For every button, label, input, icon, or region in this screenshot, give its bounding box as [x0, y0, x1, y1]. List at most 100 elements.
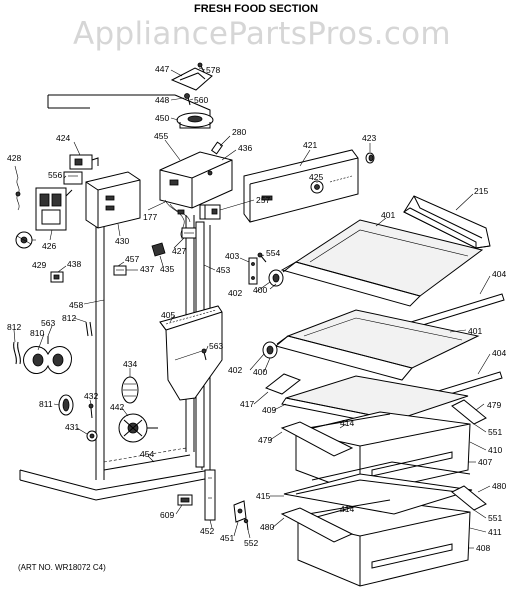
label-578: 578 — [206, 65, 220, 75]
label-425: 425 — [309, 172, 323, 182]
crisper-drawer-408 — [297, 499, 471, 587]
label-402-upper: 402 — [228, 288, 242, 298]
label-480-left: 480 — [260, 522, 274, 532]
label-423: 423 — [362, 133, 376, 143]
label-411: 411 — [488, 527, 502, 537]
dairy-bin-215 — [403, 195, 491, 249]
label-455: 455 — [154, 131, 168, 141]
label-437: 437 — [140, 264, 154, 274]
hinge-451 — [233, 500, 247, 523]
label-426: 426 — [42, 241, 56, 251]
label-479-left: 479 — [258, 435, 272, 445]
label-408: 408 — [476, 543, 490, 553]
label-257: 257 — [256, 195, 270, 205]
label-554: 554 — [266, 248, 280, 258]
wire-428 — [15, 177, 21, 211]
grommet-811 — [58, 394, 74, 416]
label-551-upper: 551 — [488, 427, 502, 437]
duct-430 — [85, 171, 141, 229]
drawer-glide-414-lower — [307, 499, 391, 515]
label-552: 552 — [244, 538, 258, 548]
label-428: 428 — [7, 153, 21, 163]
thermostat-257 — [199, 204, 221, 220]
label-410: 410 — [488, 445, 502, 455]
foot-609 — [177, 494, 193, 506]
label-402-lower: 402 — [228, 365, 242, 375]
art-number: (ART NO. WR18072 C4) — [18, 563, 106, 572]
control-housing-455 — [159, 151, 233, 209]
label-280: 280 — [232, 127, 246, 137]
label-403: 403 — [225, 251, 239, 261]
label-429: 429 — [32, 260, 46, 270]
label-454: 454 — [140, 449, 154, 459]
drawer-rail-479-right — [451, 399, 487, 425]
drawer-glide-414-upper — [307, 413, 391, 429]
label-417: 417 — [240, 399, 254, 409]
label-447: 447 — [155, 64, 169, 74]
screw-552 — [243, 518, 249, 531]
glass-shelf-401-upper — [280, 219, 484, 307]
label-215: 215 — [474, 186, 488, 196]
socket-438 — [50, 271, 64, 283]
label-436: 436 — [238, 143, 252, 153]
light-cover-434 — [121, 376, 139, 404]
label-811: 811 — [39, 399, 53, 409]
label-812-right: 812 — [62, 313, 76, 323]
label-414-lower: 414 — [340, 504, 354, 514]
part-labels: 447 578 448 560 450 280 424 455 436 421 … — [7, 64, 506, 553]
label-560: 560 — [194, 95, 208, 105]
label-609: 609 — [160, 510, 174, 520]
bracket-437 — [113, 265, 127, 276]
label-480-right: 480 — [492, 481, 506, 491]
label-438: 438 — [67, 259, 81, 269]
trim-405 — [159, 305, 223, 401]
connector-427 — [181, 227, 197, 239]
tube-812-right — [85, 321, 93, 337]
label-448: 448 — [155, 95, 169, 105]
light-shield-447 — [170, 67, 213, 91]
label-430: 430 — [115, 236, 129, 246]
label-479-right: 479 — [487, 400, 501, 410]
label-453: 453 — [216, 265, 230, 275]
label-451: 451 — [220, 533, 234, 543]
label-432: 432 — [84, 391, 98, 401]
label-435: 435 — [160, 264, 174, 274]
drawer-rail-480-left — [280, 507, 354, 543]
label-450: 450 — [155, 113, 169, 123]
fan-motor-442 — [118, 413, 158, 443]
label-810: 810 — [30, 328, 44, 338]
screw-554 — [257, 252, 267, 263]
label-424: 424 — [56, 133, 70, 143]
shelf-support-402-400-upper — [268, 261, 297, 287]
label-452: 452 — [200, 526, 214, 536]
crisper-support-417 — [264, 373, 302, 395]
screw-560 — [184, 93, 191, 106]
label-427: 427 — [172, 246, 186, 256]
switch-424 — [69, 154, 99, 170]
label-556: 556 — [48, 170, 62, 180]
control-panel-421 — [243, 149, 359, 223]
label-400-lower: 400 — [253, 367, 267, 377]
label-434: 434 — [123, 359, 137, 369]
label-415: 415 — [256, 491, 270, 501]
diagram-title: FRESH FOOD SECTION — [194, 3, 318, 15]
drawer-rail-479-left — [280, 421, 354, 457]
label-409: 409 — [262, 405, 276, 415]
label-400-upper: 400 — [253, 285, 267, 295]
leader-lines — [13, 67, 491, 549]
label-458: 458 — [69, 300, 83, 310]
label-812-left: 812 — [7, 322, 21, 332]
light-socket-450 — [176, 112, 214, 129]
knob-423 — [365, 152, 375, 164]
cap-431 — [86, 430, 98, 442]
thermostat-knob-429 — [15, 231, 33, 249]
watermark-logo: AppliancePartsPros.com — [73, 16, 451, 52]
glass-shelf-401-middle — [274, 309, 480, 381]
screw-432 — [88, 403, 94, 419]
drawer-rail-480-right — [451, 485, 487, 511]
label-414-upper: 414 — [340, 418, 354, 428]
wiring-177 — [164, 199, 191, 239]
connector-435 — [151, 242, 166, 257]
label-457: 457 — [125, 254, 139, 264]
